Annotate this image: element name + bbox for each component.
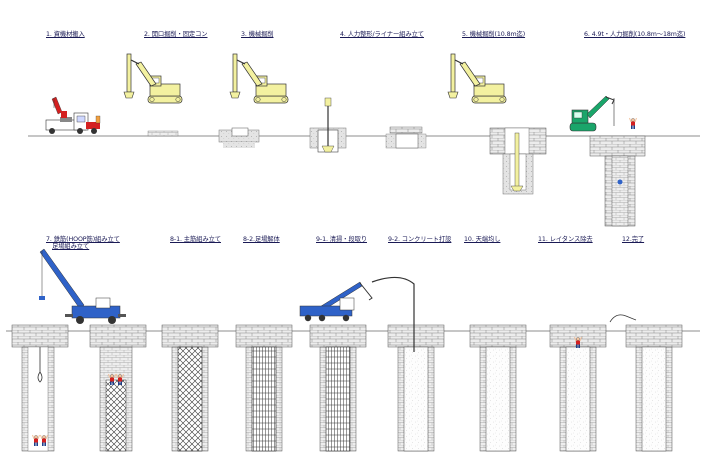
step-7-label: 7. 鉄筋(HOOP筋)組み立て (46, 236, 120, 243)
step-4-label: 4. 人力整形/ライナー組み立て (340, 31, 424, 38)
shaft-head-8-1 (161, 324, 219, 348)
excavator-icon-step3 (229, 53, 289, 104)
step-6-label: 6. 4.9t・人力掘削(10.8m～18m迄) (584, 31, 686, 38)
shaft-head-9-2 (387, 324, 445, 348)
liner-ring (385, 126, 427, 149)
step-3-label: 3. 機械掘削 (241, 31, 274, 38)
mini-excavator-icon (569, 95, 615, 132)
shaft-head-7b (89, 324, 147, 348)
shaft-head-7a (11, 324, 69, 348)
shaft-head-12 (625, 324, 683, 348)
shaft-head-8-2 (235, 324, 293, 348)
worker-in-shaft (617, 179, 623, 185)
excavator-icon-step5 (447, 53, 507, 104)
step-1-label: 1. 資機材搬入 (46, 31, 85, 38)
scaffold-frame (105, 379, 127, 452)
pump-hose (371, 276, 415, 300)
liner-assembly (309, 97, 347, 153)
poured-concrete (403, 346, 429, 452)
worker-icon (629, 117, 637, 130)
step-5-label: 5. 機械掘削(10.8m迄) (462, 31, 526, 38)
step-2-label: 2. 開口掘削・固定コン (144, 31, 208, 38)
rough-terrain-crane-icon (39, 248, 126, 324)
shaft-head-10 (469, 324, 527, 348)
step-10-label: 10. 天端均し (464, 236, 501, 243)
rebar-cage-82 (251, 346, 277, 452)
step-12-label: 12.完了 (622, 236, 645, 243)
step-8-1-label: 8-1. 主筋組み立て (170, 236, 221, 243)
step-11-label: 11. レイタンス除去 (538, 236, 593, 243)
main-rebar-cage (177, 346, 203, 452)
completion-marker (609, 314, 637, 323)
pump-truck-icon (299, 281, 373, 322)
step-9-2-label: 9-2. コンクリート打設 (388, 236, 452, 243)
shaft-head-9-1 (309, 324, 367, 348)
step-8-2-label: 8-2.足場解体 (243, 236, 280, 243)
truck-crane-icon (45, 96, 101, 134)
step-9-1-label: 9-1. 清掃・段取り (316, 236, 367, 243)
fixed-concrete (147, 130, 179, 137)
liner-wall-step6 (589, 135, 646, 157)
excavator-icon (123, 53, 183, 104)
step-7b-label: 足場組み立て (52, 243, 90, 250)
